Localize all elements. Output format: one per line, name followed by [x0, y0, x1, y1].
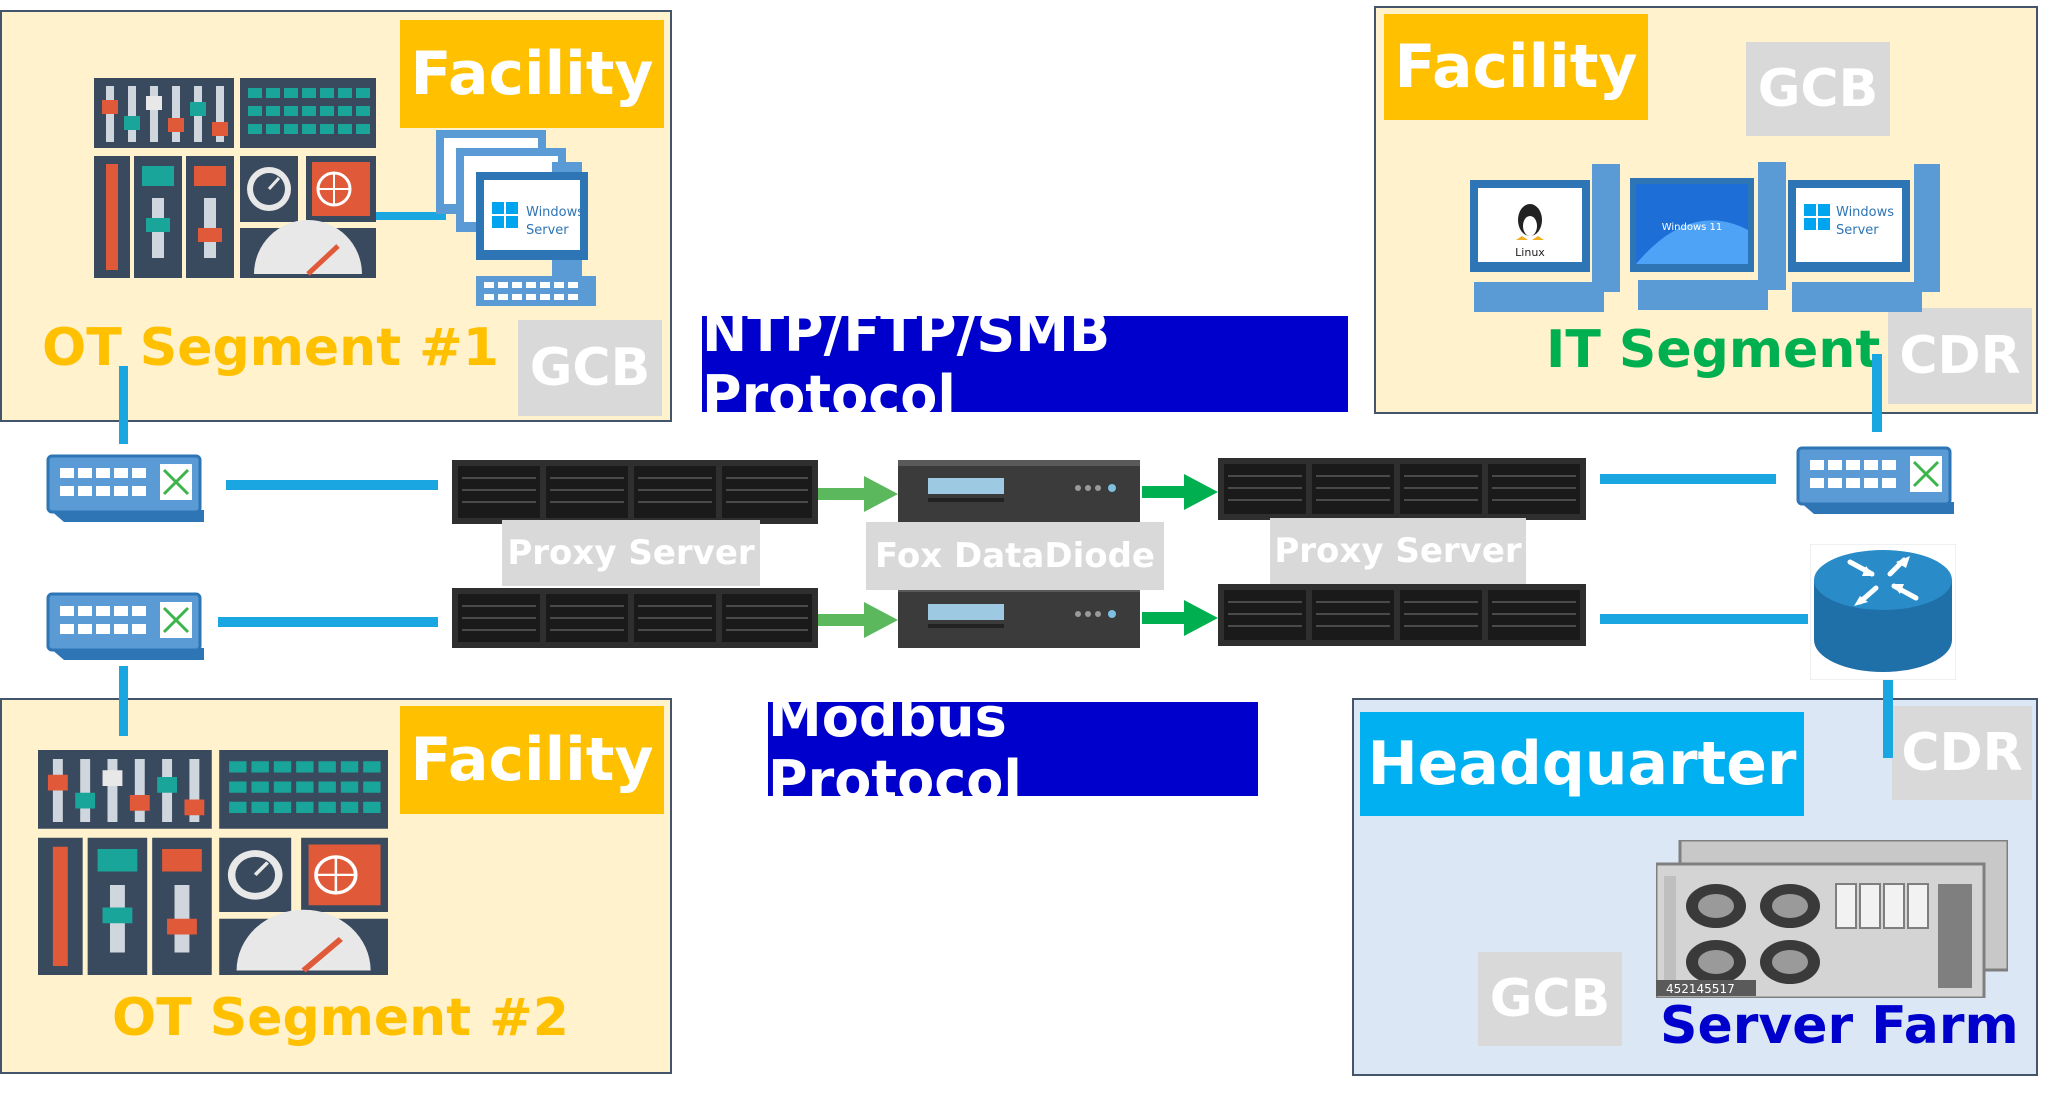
ot1-facility-tag: Facility	[400, 20, 664, 128]
it-win11-text: Windows 11	[1662, 222, 1723, 233]
ot1-server-text: Server	[526, 223, 569, 238]
it-windows-text: Windows	[1836, 205, 1894, 220]
switch2-proxy-line	[218, 617, 438, 627]
server-farm-serial: 452145517	[1666, 982, 1735, 996]
it-server-text: Server	[1836, 223, 1879, 238]
ot1-switch-icon	[46, 454, 204, 522]
hq-uplink-line	[1883, 678, 1893, 758]
it-segment-label: IT Segment	[1546, 320, 1881, 380]
hq-router-icon	[1810, 544, 1956, 680]
ot1-windows-text: Windows	[526, 205, 584, 220]
it-facility-tag: Facility	[1384, 14, 1648, 120]
ot2-segment-label: OT Segment #2	[112, 988, 569, 1048]
right-proxy-server-top-icon	[1218, 458, 1586, 520]
ot1-gcb-tag: GCB	[518, 320, 662, 416]
ot2-control-panel-icon	[38, 750, 388, 975]
ot1-uplink-line	[119, 366, 128, 444]
hq-title-tag: Headquarter	[1360, 712, 1804, 816]
switch1-proxy-line	[226, 480, 438, 490]
arrow-diode-to-proxy-bottom	[1142, 600, 1218, 636]
ot2-switch-icon	[46, 592, 204, 660]
it-linux-text: Linux	[1515, 246, 1545, 259]
arrow-diode-to-proxy-top	[1142, 474, 1218, 510]
ot1-panel-link-line	[376, 212, 446, 220]
left-proxy-server-bottom-icon	[452, 588, 818, 648]
arrow-proxy-to-diode-bottom	[818, 602, 898, 638]
it-cdr-tag: CDR	[1888, 308, 2032, 404]
it-uplink-line	[1872, 354, 1882, 432]
ot1-control-panel-icon	[94, 78, 376, 278]
data-diode-top-icon	[898, 460, 1140, 522]
left-proxy-server-top-icon	[452, 460, 818, 524]
hq-gcb-tag: GCB	[1478, 952, 1622, 1046]
data-diode-caption: Fox DataDiode	[866, 522, 1164, 590]
it-switch-icon	[1796, 446, 1954, 514]
it-gcb-tag: GCB	[1746, 42, 1890, 136]
proxy-switch3-line	[1600, 474, 1776, 484]
ot1-segment-label: OT Segment #1	[42, 318, 499, 378]
right-proxy-server-caption: Proxy Server	[1270, 518, 1526, 584]
ot1-workstations-icon: Windows Server	[436, 130, 596, 306]
ot2-uplink-line	[119, 666, 128, 736]
proxy-router-line	[1600, 614, 1808, 624]
right-proxy-server-bottom-icon	[1218, 584, 1586, 646]
server-farm-label: Server Farm	[1660, 996, 2019, 1056]
server-farm-icon: 452145517	[1656, 840, 2008, 998]
it-workstations-icon: Linux Windows 11 Windows Server	[1470, 162, 1940, 312]
data-diode-bottom-icon	[898, 586, 1140, 648]
left-proxy-server-caption: Proxy Server	[502, 520, 760, 586]
ot2-facility-tag: Facility	[400, 706, 664, 814]
top-protocol-label: NTP/FTP/SMB Protocol	[702, 301, 1348, 427]
bottom-protocol-label: Modbus Protocol	[768, 686, 1258, 812]
arrow-proxy-to-diode-top	[818, 476, 898, 512]
hq-cdr-tag: CDR	[1892, 706, 2032, 800]
